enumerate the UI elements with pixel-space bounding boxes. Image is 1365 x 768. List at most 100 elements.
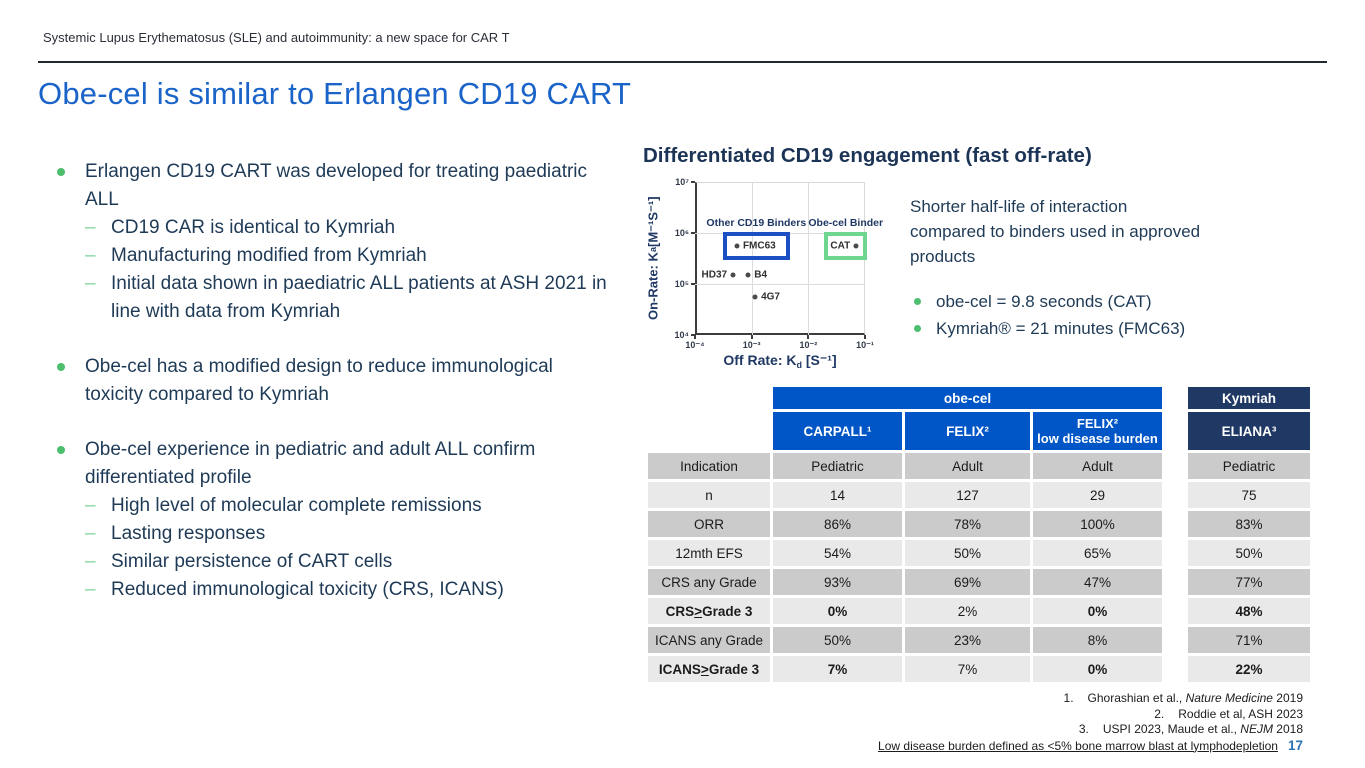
table-cell: 14 — [773, 482, 902, 508]
sub-bullet-text: Similar persistence of CART cells — [111, 551, 393, 572]
footnote: 1.Ghorashian et al., Nature Medicine 201… — [1063, 691, 1303, 705]
side-bullet-text: Kymriah® = 21 minutes (FMC63) — [936, 319, 1186, 338]
row-label: ICANS any Grade — [648, 627, 770, 653]
axis-tick — [691, 283, 695, 285]
sub-bullet: Initial data shown in paediatric ALL pat… — [55, 270, 607, 326]
table-cell: 7% — [905, 656, 1030, 682]
data-point-label: CAT — [830, 240, 851, 252]
table-cell: 8% — [1033, 627, 1162, 653]
footnote: 3.USPI 2023, Maude et al., NEJM 2018 — [1078, 722, 1303, 736]
binder-group-label: Obe-cel Binder — [808, 216, 884, 229]
table-cell: 65% — [1033, 540, 1162, 566]
bullet-dot-icon — [57, 446, 65, 454]
table-cell: 29 — [1033, 482, 1162, 508]
page-number: 17 — [1287, 737, 1303, 753]
table-group-header-obecel: obe-cel — [773, 387, 1162, 409]
gridline — [695, 284, 865, 285]
footnotes: 1.Ghorashian et al., Nature Medicine 201… — [743, 691, 1303, 754]
data-point-label: B4 — [754, 269, 768, 281]
axis-tick — [864, 335, 866, 339]
sub-bullet-text: Reduced immunological toxicity (CRS, ICA… — [111, 579, 504, 600]
row-label: n — [648, 482, 770, 508]
table-cell: 22% — [1188, 656, 1310, 682]
sub-bullet: Lasting responses — [55, 520, 607, 548]
side-bullet-text: obe-cel = 9.8 seconds (CAT) — [936, 292, 1152, 311]
table-cell: 78% — [905, 511, 1030, 537]
column-header: ELIANA³ — [1188, 412, 1310, 450]
table-cell: 86% — [773, 511, 902, 537]
sub-bullet: Reduced immunological toxicity (CRS, ICA… — [55, 576, 607, 604]
page-title: Obe-cel is similar to Erlangen CD19 CART — [38, 76, 632, 111]
sub-bullet: High level of molecular complete remissi… — [55, 492, 607, 520]
x-tick-label: 10⁻¹ — [856, 340, 874, 350]
side-bullet: Kymriah® = 21 minutes (FMC63) — [910, 315, 1230, 342]
sub-bullet-text: CD19 CAR is identical to Kymriah — [111, 217, 396, 238]
table-cell: 93% — [773, 569, 902, 595]
sub-bullet: Manufacturing modified from Kymriah — [55, 242, 607, 270]
bullet-dot-icon — [914, 325, 921, 332]
panel-heading: Differentiated CD19 engagement (fast off… — [643, 144, 1092, 167]
table-cell: 69% — [905, 569, 1030, 595]
table-cell: 83% — [1188, 511, 1310, 537]
dash-icon — [85, 520, 96, 548]
table-cell: Adult — [1033, 453, 1162, 479]
x-tick-label: 10⁻² — [799, 340, 818, 350]
row-label: CRS any Grade — [648, 569, 770, 595]
table-cell: 2% — [905, 598, 1030, 624]
sub-bullet: Similar persistence of CART cells — [55, 548, 607, 576]
bullet-text: Erlangen CD19 CART was developed for tre… — [85, 161, 588, 210]
bullet-block: Obe-cel has a modified design to reduce … — [55, 353, 607, 409]
table-cell: Pediatric — [773, 453, 902, 479]
table-cell: 77% — [1188, 569, 1310, 595]
binder-group-box — [722, 231, 790, 260]
dash-icon — [85, 548, 96, 576]
table-cell: 100% — [1033, 511, 1162, 537]
data-point — [730, 272, 736, 278]
data-point — [853, 243, 859, 249]
table-cell: 47% — [1033, 569, 1162, 595]
table-cell: 7% — [773, 656, 902, 682]
binder-group-box — [824, 231, 868, 260]
x-tick-label: 10⁻³ — [742, 340, 761, 350]
table-cell: 127 — [905, 482, 1030, 508]
footnote-definition: Low disease burden defined as <5% bone m… — [878, 737, 1303, 753]
y-tick-label: 10⁵ — [674, 279, 689, 289]
left-bullet-column: Erlangen CD19 CART was developed for tre… — [55, 158, 607, 631]
data-point — [745, 272, 751, 278]
bullet-item: Obe-cel experience in pediatric and adul… — [55, 436, 607, 492]
table-group-header-kymriah: Kymriah — [1188, 387, 1310, 409]
dash-icon — [85, 270, 96, 298]
row-label: 12mth EFS — [648, 540, 770, 566]
row-label: CRS > Grade 3 — [648, 598, 770, 624]
data-point-label: 4G7 — [761, 291, 780, 303]
bullet-text: Obe-cel experience in pediatric and adul… — [85, 439, 536, 488]
data-point — [752, 294, 758, 300]
table-cell: 23% — [905, 627, 1030, 653]
bullet-item: Obe-cel has a modified design to reduce … — [55, 353, 607, 409]
row-label: Indication — [648, 453, 770, 479]
column-header: CARPALL¹ — [773, 412, 902, 450]
y-tick-label: 10⁶ — [674, 228, 689, 238]
table-cell: 0% — [1033, 598, 1162, 624]
column-header: FELIX² — [905, 412, 1030, 450]
side-bullet: obe-cel = 9.8 seconds (CAT) — [910, 288, 1230, 315]
table-cell: 50% — [773, 627, 902, 653]
y-tick-label: 10⁴ — [674, 330, 689, 340]
bullet-dot-icon — [57, 168, 65, 176]
table-cell: 54% — [773, 540, 902, 566]
axis-tick — [691, 181, 695, 183]
bullet-block: Erlangen CD19 CART was developed for tre… — [55, 158, 607, 326]
sub-bullet-text: Lasting responses — [111, 523, 266, 544]
slide-kicker: Systemic Lupus Erythematosus (SLE) and a… — [43, 30, 510, 45]
axis-tick — [750, 335, 753, 339]
binder-group-label: Other CD19 Binders — [706, 216, 807, 229]
row-label: ICANS > Grade 3 — [648, 656, 770, 682]
axis-tick — [691, 334, 695, 336]
table-cell: 48% — [1188, 598, 1310, 624]
bullet-block: Obe-cel experience in pediatric and adul… — [55, 436, 607, 604]
table-cell: 50% — [1188, 540, 1310, 566]
axis-tick — [691, 232, 695, 234]
gridline — [808, 182, 810, 335]
dash-icon — [85, 242, 96, 270]
